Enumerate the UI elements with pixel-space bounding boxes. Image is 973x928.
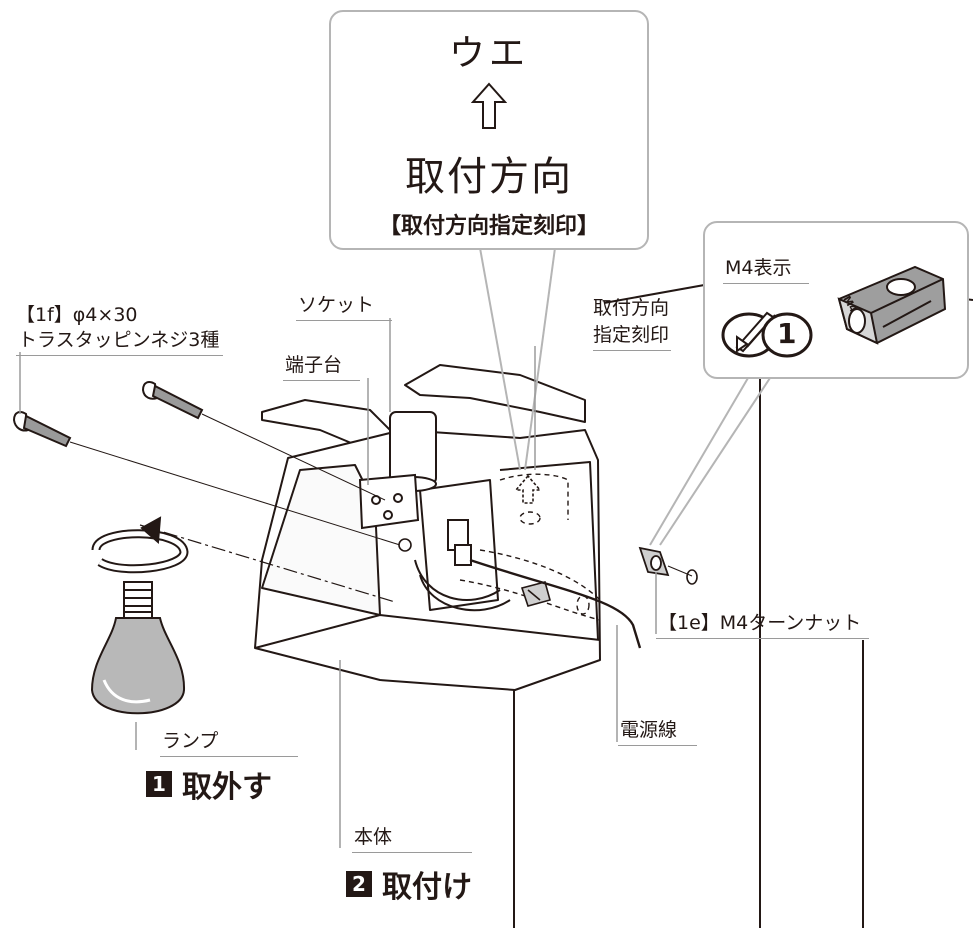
step-2-install: 2 取付け — [346, 862, 472, 906]
tool-number: 1 — [777, 317, 797, 350]
screw-short — [141, 381, 204, 420]
terminal-label: 端子台 — [283, 350, 361, 381]
callout-direction-text: 取付方向 — [405, 154, 573, 200]
step-1-text: 取外す — [182, 770, 272, 805]
direction-marking-callout: ウエ 取付方向 【取付方向指定刻印】 — [329, 10, 649, 250]
step-2-text: 取付け — [382, 870, 472, 905]
rotate-arrow-icon — [91, 516, 189, 574]
callout-caption: 【取付方向指定刻印】 — [378, 214, 599, 239]
turn-nut-label: 【1e】M4ターンナット — [656, 608, 870, 639]
direction-mark-label-line2: 指定刻印 — [593, 320, 672, 351]
screw-guide-lines — [69, 413, 693, 577]
callout-leaders — [479, 247, 771, 546]
wall-hole — [686, 569, 698, 585]
lamp-centerline — [139, 524, 396, 603]
callout-word-up: ウエ — [448, 33, 529, 74]
hidden-lines — [459, 473, 601, 621]
socket-label: ソケット — [296, 290, 393, 321]
screw-label-line1: 【1f】φ4×30 — [16, 304, 138, 326]
step-2-number: 2 — [346, 871, 372, 897]
internal-wiring — [414, 519, 511, 612]
turn-nut — [638, 546, 670, 577]
step-1-remove: 1 取外す — [146, 762, 272, 806]
lamp-label: ランプ — [160, 726, 299, 757]
step-1-number: 1 — [146, 771, 172, 797]
power-cord-label: 電源線 — [618, 715, 698, 746]
turn-nut-closeup — [837, 265, 947, 345]
m4-marking-label: M4表示 — [723, 253, 810, 284]
direction-arrow-icon — [514, 474, 542, 504]
screw-label-line2: トラスタッピンネジ3種 — [16, 325, 224, 356]
up-arrow-icon — [471, 82, 507, 129]
body-label: 本体 — [352, 822, 473, 853]
fixture-body — [254, 364, 601, 691]
tool-number-icon — [721, 311, 813, 358]
screw-long — [12, 411, 72, 448]
m4-marking-callout: M4表示 1 M4 — [703, 221, 969, 379]
lamp-bulb — [90, 581, 186, 715]
inner-nut — [520, 581, 551, 607]
screw-hole — [398, 538, 412, 552]
power-cord — [469, 558, 642, 649]
terminal-block — [358, 473, 420, 530]
direction-mark-label-line1: 取付方向 — [593, 297, 670, 319]
label-leaders — [19, 318, 657, 848]
